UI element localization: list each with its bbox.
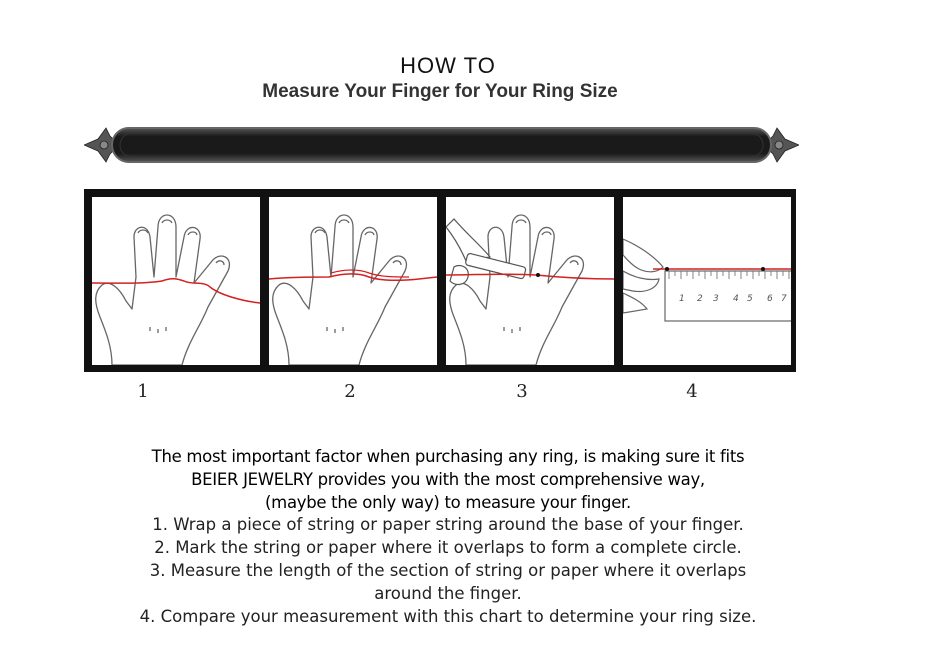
ruler-tick-6: 6 [767,294,773,304]
ruler [664,270,791,322]
string-mark-end [761,267,765,271]
measuring-string [446,273,614,280]
ruler-tick-1: 1 [679,294,685,304]
intro-line-1: The most important factor when purchasin… [151,447,745,466]
ruler-tick-2: 2 [697,294,703,304]
step-number-1: 1 [137,381,149,402]
fingers-holding-string [623,238,664,314]
hand-outline [449,214,585,365]
string-mark-start [665,267,669,271]
step-number-4: 4 [686,381,698,402]
steps-illustration-frame: 1 2 3 4 5 6 7 [84,189,796,372]
measuring-string [92,277,260,304]
instruction-step-2: 2. Mark the string or paper where it ove… [154,538,742,558]
step-4-illustration: 1 2 3 4 5 6 7 [623,197,791,365]
instruction-step-4: 4. Compare your measurement with this ch… [139,606,757,626]
instructions-block: The most important factor when purchasin… [0,446,896,628]
hand-outline [95,214,231,365]
step-3-illustration [446,197,614,365]
pen-mark [536,273,540,277]
ruler-tick-7: 7 [781,294,787,304]
instruction-step-3-cont: around the finger. [374,583,522,603]
intro-line-3: (maybe the only way) to measure your fin… [265,492,631,512]
banner-left-ornament [84,127,117,163]
ruler-tick-4: 4 [733,294,739,304]
decorative-banner [84,127,799,163]
step-number-3: 3 [516,381,528,402]
instruction-step-3: 3. Measure the length of the section of … [149,560,747,580]
ruler-tick-3: 3 [713,294,719,304]
measuring-string [269,273,437,282]
intro-line-2: BEIER JEWELRY provides you with the most… [191,469,705,489]
page-title: HOW TO [400,53,496,78]
step-2-illustration [269,197,437,365]
ruler-tick-5: 5 [747,294,753,304]
page-subtitle: Measure Your Finger for Your Ring Size [262,81,618,102]
step-number-2: 2 [344,381,356,402]
measuring-string-overlap [330,269,410,278]
instruction-step-1: 1. Wrap a piece of string or paper strin… [152,515,744,535]
hand-outline [272,214,408,365]
step-1-illustration [92,197,260,365]
